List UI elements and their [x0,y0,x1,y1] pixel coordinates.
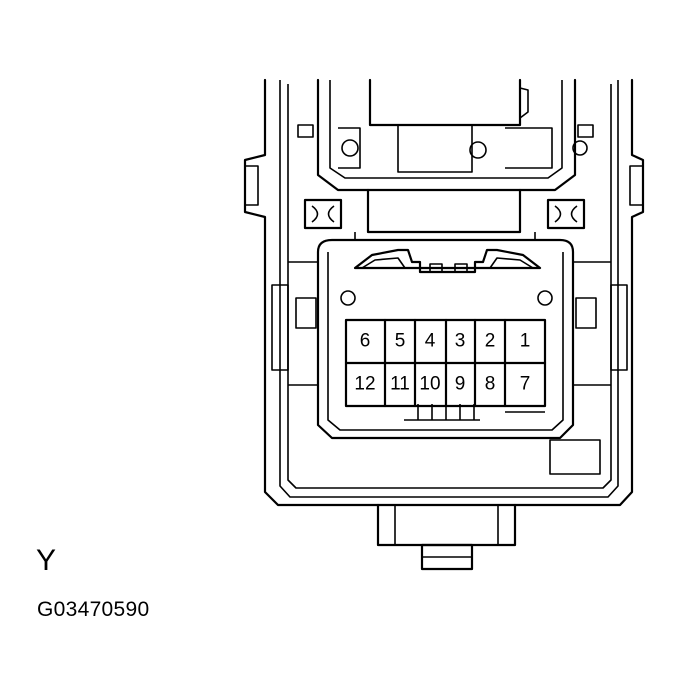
switch-housing [243,78,645,507]
figure-code: G03470590 [37,598,150,621]
pin-3-label: 3 [455,331,466,352]
pin-9-label: 9 [455,374,466,395]
view-label: Y [36,544,57,577]
pin-2-label: 2 [485,331,496,352]
pin-1-label: 1 [520,331,531,352]
pin-10-label: 10 [419,374,440,395]
pin-grid: 6 5 4 3 2 1 12 11 10 9 8 7 [344,318,547,408]
pin-5-label: 5 [395,331,406,352]
pin-12-label: 12 [354,374,375,395]
pin-11-label: 11 [390,374,410,395]
pin-8-label: 8 [485,374,496,395]
bottom-plug [376,503,517,571]
top-mechanism [297,78,594,240]
connector-body [316,238,575,440]
lock-clip-right [546,198,586,230]
pin-7-label: 7 [520,374,531,395]
pin-4-label: 4 [425,331,436,352]
pin-6-label: 6 [360,331,371,352]
lock-clip-left [303,198,343,230]
